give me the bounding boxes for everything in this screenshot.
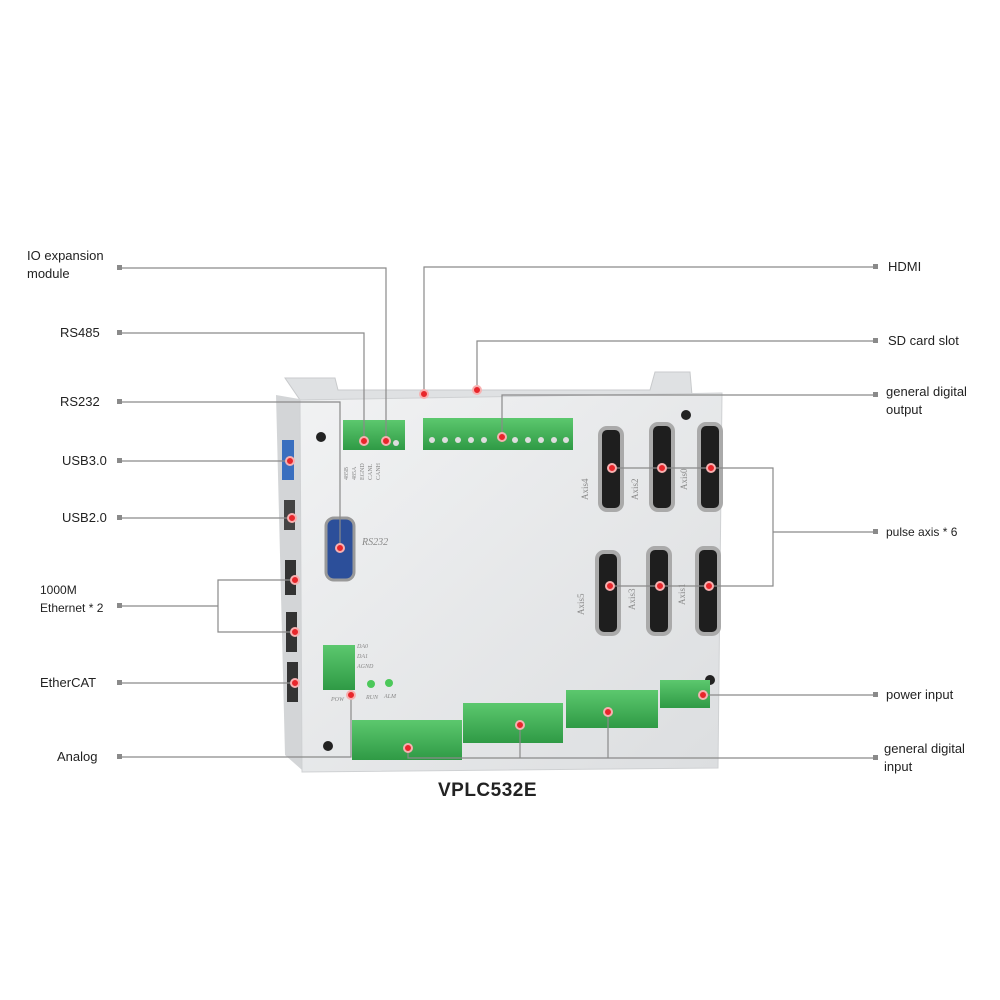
input-terminal-1 xyxy=(352,720,462,760)
input-terminal-2 xyxy=(463,703,563,743)
model-name: VPLC532E xyxy=(437,780,538,801)
silk-axis: Axis5 xyxy=(576,593,586,615)
label-power-input: power input xyxy=(886,687,954,702)
silk-rs232: RS232 xyxy=(361,537,388,548)
silk-485: CANH xyxy=(376,462,382,480)
label-line: output xyxy=(886,402,923,417)
silk-axis: Axis3 xyxy=(627,588,637,610)
analog-terminal xyxy=(323,645,355,690)
label-ethercat: EtherCAT xyxy=(40,675,97,690)
silk-485: 485B xyxy=(344,467,350,480)
label-io-expansion: IO expansion module xyxy=(27,247,104,283)
status-leds xyxy=(367,679,393,688)
silk-axis: Axis0 xyxy=(679,468,689,490)
label-line: general digital xyxy=(886,384,967,399)
silk-485: EGND xyxy=(360,463,366,480)
silk-axis: Axis4 xyxy=(580,478,590,500)
silk-led: RUN xyxy=(365,695,379,701)
axis-connectors xyxy=(595,422,723,636)
label-line: module xyxy=(27,266,70,281)
label-sd-card: SD card slot xyxy=(888,333,959,348)
silk-axis: Axis1 xyxy=(677,583,687,605)
callout-dots xyxy=(285,385,716,753)
label-line: 1000M xyxy=(40,583,77,597)
silk-axis: Axis2 xyxy=(630,478,640,500)
label-usb2: USB2.0 xyxy=(62,510,107,525)
silk-led: ALM xyxy=(383,694,397,700)
label-digital-input: general digital input xyxy=(884,740,965,776)
silk-analog: DA1 xyxy=(356,654,368,660)
label-rs485: RS485 xyxy=(60,325,100,340)
silk-led: POW xyxy=(330,697,345,703)
label-line: general digital xyxy=(884,741,965,756)
leader-lines xyxy=(120,266,875,759)
label-ethernet: 1000M Ethernet * 2 xyxy=(40,581,103,617)
silk-485: CANL xyxy=(368,463,374,480)
label-digital-output: general digital output xyxy=(886,383,967,419)
silk-analog: AGND xyxy=(356,664,374,670)
label-hdmi: HDMI xyxy=(888,259,922,274)
silk-485: 485A xyxy=(352,466,358,480)
leader-end-markers xyxy=(117,264,878,760)
label-usb3: USB3.0 xyxy=(62,453,107,468)
label-analog: Analog xyxy=(57,749,98,764)
terminal-screws xyxy=(393,437,569,446)
label-line: input xyxy=(884,759,913,774)
label-line: Ethernet * 2 xyxy=(40,601,104,615)
label-pulse-axis: pulse axis * 6 xyxy=(886,525,958,539)
silk-analog: DA0 xyxy=(356,644,368,650)
label-rs232: RS232 xyxy=(60,394,100,409)
label-line: IO expansion xyxy=(27,248,104,263)
